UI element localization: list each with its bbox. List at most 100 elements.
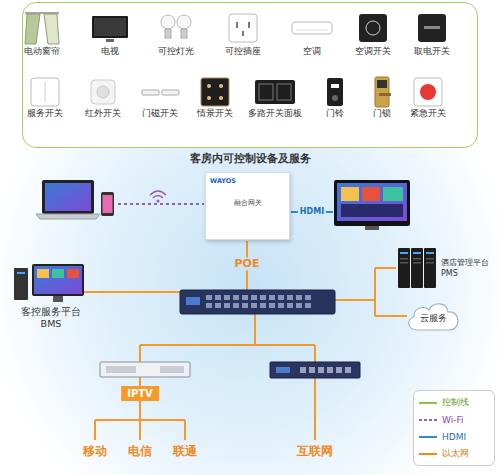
- ac-switch: [359, 14, 387, 42]
- pc-tower-light: [17, 272, 25, 274]
- network-switch: [180, 290, 335, 314]
- switch-port: [215, 295, 221, 300]
- laptop-screen: [42, 180, 94, 214]
- server-rack: [398, 248, 410, 288]
- bulb-base: [181, 29, 187, 38]
- wifi-symbol: [150, 191, 166, 195]
- ethernet-wire: [314, 378, 316, 440]
- multi-panel: [255, 80, 295, 104]
- tv-tile: [383, 187, 403, 201]
- socket-slot: [248, 22, 250, 28]
- switch-port: [269, 303, 275, 308]
- tv-frame: [334, 180, 410, 226]
- switch-port: [215, 303, 221, 308]
- switch-port: [224, 295, 230, 300]
- wifi-wire: [118, 203, 204, 205]
- device-item: 多路开关面板: [248, 76, 302, 119]
- laptop-display: [45, 183, 91, 211]
- scene-key: [207, 84, 211, 88]
- emergency-button: [420, 84, 436, 100]
- doorbell: [327, 78, 343, 106]
- bms-platform: 客控服务平台 BMS: [8, 262, 94, 330]
- device-item: 情景开关: [193, 76, 237, 119]
- device-item: 服务开关: [23, 76, 67, 119]
- legend-text: 以太网: [442, 447, 469, 460]
- door-lock: [375, 77, 389, 107]
- bulb-base: [165, 29, 171, 38]
- legend-row: 以太网: [419, 445, 489, 462]
- ethernet-wire: [335, 299, 375, 301]
- bulb: [177, 15, 191, 29]
- server-rack: [411, 248, 423, 288]
- server-icon: [396, 246, 438, 290]
- line-label: HDMI: [298, 207, 326, 217]
- switch-port: [233, 295, 239, 300]
- monitor-stand: [53, 296, 63, 302]
- device-icon: [88, 10, 132, 46]
- server-slot: [400, 258, 408, 260]
- door-sensor: [142, 90, 159, 95]
- lock-pad: [377, 80, 387, 88]
- device-icon: [410, 10, 454, 46]
- legend-line-sample: [419, 453, 437, 455]
- iptv-label: IPTV: [127, 387, 153, 400]
- socket-slot: [236, 22, 238, 28]
- ir-lens: [97, 86, 109, 98]
- switch-divider: [45, 82, 46, 102]
- ethernet-wire: [375, 267, 396, 269]
- card-slot: [424, 26, 440, 29]
- device-icon: [253, 76, 297, 108]
- switch-port: [296, 303, 302, 308]
- tv-tile: [362, 187, 380, 201]
- card-switch: [418, 14, 446, 42]
- cloud-label: 云服务: [404, 300, 462, 336]
- legend-line-sample: [419, 436, 437, 438]
- switch-port: [206, 303, 212, 308]
- device-label: 红外开关: [81, 108, 125, 119]
- ethernet-wire: [139, 400, 141, 420]
- laptop-base: [36, 214, 100, 219]
- ethernet-wire: [139, 345, 141, 362]
- server-rack: [424, 248, 436, 288]
- switch-port: [206, 295, 212, 300]
- pms-platform: 酒店管理平台 PMS: [396, 246, 492, 290]
- legend-line-sample: [419, 399, 437, 407]
- switch-port: [278, 303, 284, 308]
- switch-port: [305, 303, 311, 308]
- phone-body: [101, 192, 114, 216]
- wifi-symbol: [157, 200, 160, 203]
- device-icon: [193, 76, 237, 108]
- server-slot: [413, 258, 421, 260]
- emergency-switch: [414, 78, 442, 106]
- server-light: [426, 252, 434, 254]
- switch-port: [251, 303, 257, 308]
- router-port: [309, 367, 315, 373]
- bulb: [161, 15, 175, 29]
- device-panel: 客房内可控制设备及服务电动窗帘电视可控灯光可控插座空调空调开关取电开关服务开关红…: [22, 2, 478, 170]
- ethernet-wire: [375, 315, 407, 317]
- tv-tile: [341, 187, 359, 201]
- server-light: [400, 252, 408, 254]
- router-port: [336, 367, 342, 373]
- device-label: 可控插座: [221, 46, 265, 57]
- tv-screen: [337, 183, 407, 221]
- device-icon: [154, 10, 198, 46]
- device-panel: [160, 366, 184, 373]
- legend-line-sample: [419, 450, 437, 458]
- legend-line-sample: [419, 402, 437, 404]
- legend-row: Wi-Fi: [419, 411, 489, 428]
- panel-key: [259, 84, 273, 100]
- device-label: 情景开关: [193, 108, 237, 119]
- switch-port: [242, 295, 248, 300]
- network-label: 互联网: [297, 444, 333, 458]
- switch-port: [251, 295, 257, 300]
- pc-tower: [14, 268, 28, 300]
- ethernet-wire: [84, 291, 180, 293]
- phone-screen: [103, 195, 113, 213]
- ethernet-wire: [254, 314, 256, 345]
- gateway-text: 融合网关: [210, 199, 285, 208]
- ac-unit: [292, 22, 332, 34]
- socket-plate: [229, 14, 257, 42]
- legend-line-sample: [419, 433, 437, 441]
